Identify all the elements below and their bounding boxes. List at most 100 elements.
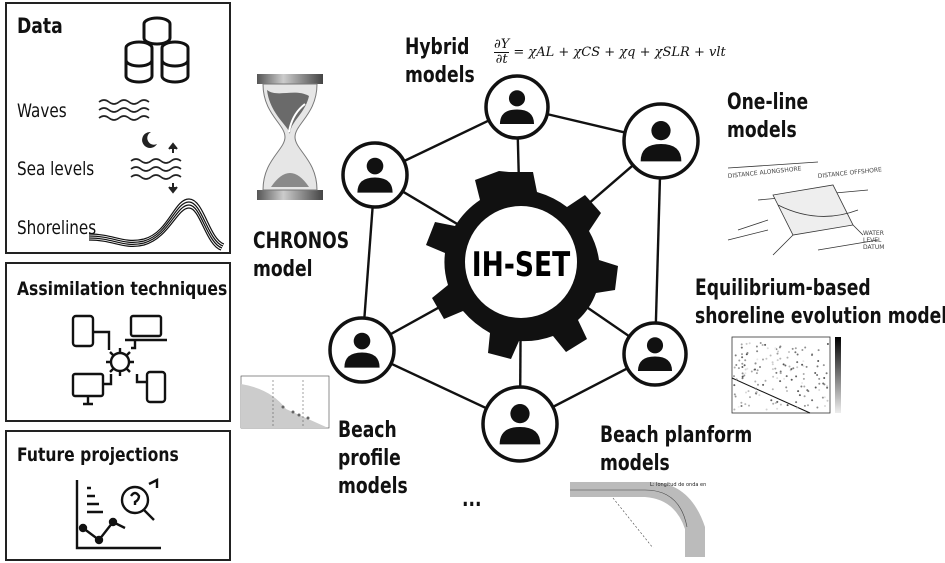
scatter-point (788, 351, 790, 353)
scatter-point (755, 387, 758, 390)
scatter-point (803, 385, 806, 388)
scatter-point (805, 365, 808, 368)
future-panel: Future projections (5, 430, 231, 561)
scatter-point (782, 363, 785, 366)
scatter-point (795, 401, 798, 404)
waves-label: Waves (17, 100, 67, 122)
scatter-point (817, 349, 820, 352)
scatter-point (744, 403, 747, 406)
person-icon (366, 157, 384, 175)
hybrid-equation: ∂Y∂t= χAL + χCS + χq + χSLR + vlt (494, 37, 726, 67)
scatter-point (796, 366, 799, 369)
person-icon (651, 121, 671, 141)
scatter-point (756, 350, 759, 353)
scatter-point (774, 347, 777, 350)
scatter-point (764, 379, 767, 382)
scatter-point (818, 377, 821, 380)
scatter-point (765, 408, 768, 411)
assimilation-panel: Assimilation techniques (5, 262, 231, 422)
scatter-point (733, 384, 736, 387)
ih-set-gear (426, 171, 618, 359)
scatter-point (816, 365, 819, 368)
scatter-point (816, 406, 819, 409)
person-icon (646, 337, 664, 354)
scatter-point (740, 343, 743, 346)
scatter-point (757, 383, 759, 386)
scatter-point (755, 345, 758, 348)
scatter-point (806, 389, 809, 392)
shorelines-icon (89, 198, 224, 251)
scatter-point (785, 375, 788, 378)
scatter-point (826, 386, 829, 389)
assimilation-panel-title: Assimilation techniques (17, 278, 228, 300)
scatter-point (786, 356, 789, 359)
scatter-point (814, 386, 817, 389)
scatter-point (776, 359, 779, 362)
scatter-point (811, 354, 813, 357)
scatter-point (788, 365, 791, 368)
network-devices-icon (71, 314, 167, 406)
scatter-point (804, 346, 807, 349)
scatter-point (743, 374, 746, 377)
scatter-point (826, 385, 829, 388)
more-models-ellipsis: ... (462, 487, 482, 512)
equilibrium-scatter-figure (718, 333, 858, 428)
scatter-point (783, 377, 786, 380)
scatter-point (734, 395, 737, 398)
scatter-point (745, 342, 748, 345)
scatter-point (762, 358, 764, 361)
scatter-point (734, 354, 737, 357)
scatter-point (733, 366, 736, 369)
scatter-point (761, 344, 764, 346)
scatter-point (737, 405, 740, 408)
one-line-model-figure: DISTANCE ALONGSHORE DISTANCE OFFSHORE WA… (718, 160, 888, 265)
scatter-point (778, 346, 781, 349)
scatter-point (776, 377, 779, 380)
scatter-point (794, 351, 797, 354)
additional-model-node (481, 385, 559, 463)
scatter-point (771, 368, 774, 371)
scatter-point (796, 353, 799, 356)
scatter-point (803, 404, 806, 407)
scatter-point (777, 350, 780, 353)
scatter-point (771, 363, 774, 366)
scatter-point (779, 403, 782, 406)
scatter-point (741, 375, 744, 378)
ih-set-label: IH-SET (472, 246, 571, 285)
hourglass-icon (257, 74, 323, 200)
scatter-point (779, 372, 782, 375)
one-line-model-node (622, 102, 700, 180)
scatter-point (776, 400, 779, 403)
scatter-point (801, 363, 804, 366)
scatter-point (784, 364, 787, 367)
scatter-point (772, 402, 775, 405)
scatter-point (795, 375, 798, 378)
svg-text:DATUM: DATUM (863, 244, 884, 251)
scatter-point (796, 407, 798, 410)
scatter-point (822, 364, 825, 367)
chronos-model-node (341, 141, 409, 209)
scatter-point (790, 378, 793, 381)
scatter-point (741, 356, 744, 359)
scatter-point (746, 367, 749, 370)
scatter-point (754, 380, 757, 383)
scatter-point (776, 352, 779, 355)
person-icon (353, 332, 371, 350)
scatter-point (786, 404, 789, 407)
scatter-point (801, 382, 804, 384)
scatter-point (747, 390, 750, 393)
scatter-point (756, 369, 759, 372)
scatter-point (765, 357, 768, 360)
sea-level-icon (130, 131, 182, 194)
scatter-point (741, 377, 744, 380)
scatter-point (740, 401, 743, 404)
waves-icon (98, 99, 150, 121)
scatter-point (802, 373, 805, 375)
scatter-point (770, 399, 773, 402)
scatter-point (756, 358, 759, 361)
scatter-point (774, 367, 777, 370)
scatter-point (786, 390, 788, 392)
scatter-point (816, 374, 819, 376)
svg-text:LEVEL: LEVEL (863, 237, 882, 244)
